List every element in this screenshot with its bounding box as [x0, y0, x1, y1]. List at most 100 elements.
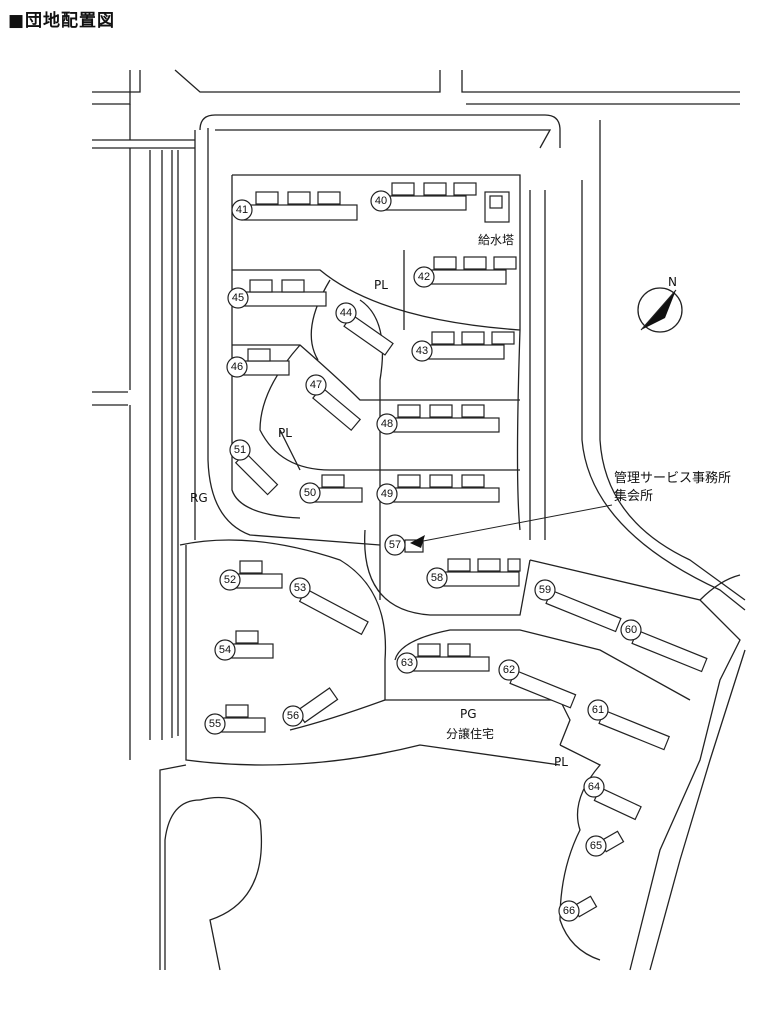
- road-line: [559, 744, 602, 961]
- building-block: [463, 256, 487, 270]
- building-block: [397, 474, 421, 488]
- building-marker-circle: [583, 776, 605, 798]
- building-block: [489, 195, 503, 209]
- road-line: [364, 529, 531, 616]
- building-block: [298, 588, 369, 636]
- building-marker: 66: [558, 900, 580, 922]
- building-block: [461, 404, 485, 418]
- road-line: [232, 174, 521, 531]
- road-line: [199, 114, 561, 148]
- page-title: ■団地配置図: [8, 11, 116, 31]
- road-line: [394, 629, 691, 701]
- building-block: [386, 487, 500, 503]
- road-line: [159, 764, 187, 970]
- building-number: 66: [563, 905, 575, 917]
- building-block: [545, 589, 622, 633]
- building-marker-circle: [370, 190, 392, 212]
- road-line: [231, 175, 301, 519]
- building-block: [239, 560, 263, 574]
- building-marker: 59: [534, 579, 556, 601]
- building-block: [386, 417, 500, 433]
- building-marker: 44: [335, 302, 357, 324]
- facility-caption: 管理サービス事務所 集会所: [614, 470, 731, 506]
- building-marker: 52: [219, 569, 241, 591]
- building-block: [493, 256, 517, 270]
- road-line: [581, 180, 746, 611]
- building-number: 55: [209, 718, 221, 730]
- building-marker-circle: [413, 266, 435, 288]
- building-marker: 56: [282, 705, 304, 727]
- building-marker-circle: [335, 302, 357, 324]
- building-marker-circle: [282, 705, 304, 727]
- road-line: [310, 279, 331, 361]
- building-marker-circle: [231, 199, 253, 221]
- building-marker-circle: [204, 713, 226, 735]
- building-marker: 57: [384, 534, 406, 556]
- area-label-pl-bottom: PL: [554, 755, 568, 769]
- building-block: [431, 331, 455, 345]
- building-block: [391, 182, 415, 196]
- building-block: [406, 656, 490, 672]
- road-line: [199, 796, 263, 971]
- building-block: [241, 204, 358, 221]
- building-block: [321, 474, 345, 488]
- building-marker: 53: [289, 577, 311, 599]
- building-marker: 58: [426, 567, 448, 589]
- building-marker: 55: [204, 713, 226, 735]
- building-block: [247, 348, 271, 362]
- road-line: [164, 799, 201, 970]
- building-number: 40: [375, 195, 387, 207]
- building-block: [447, 558, 471, 572]
- water-tower-label: 給水塔: [478, 233, 514, 247]
- road-line: [207, 128, 381, 546]
- building-number: 44: [340, 307, 352, 319]
- building-block: [423, 182, 447, 196]
- road-line: [185, 545, 561, 766]
- building-marker: 54: [214, 639, 236, 661]
- building-block: [477, 558, 501, 572]
- building-marker-circle: [426, 567, 448, 589]
- building-block: [397, 404, 421, 418]
- building-block: [249, 279, 273, 293]
- facility-line1: 管理サービス事務所: [614, 471, 732, 486]
- north-label: N: [668, 275, 677, 289]
- building-block: [429, 474, 453, 488]
- building-block: [225, 704, 249, 718]
- building-number: 58: [431, 572, 443, 584]
- building-marker: 42: [413, 266, 435, 288]
- building-block: [433, 256, 457, 270]
- building-number: 48: [381, 418, 393, 430]
- building-block: [380, 195, 467, 211]
- building-marker: 62: [498, 659, 520, 681]
- area-label-bunjo: 分譲住宅: [446, 726, 494, 741]
- building-block: [461, 331, 485, 345]
- building-block: [436, 571, 520, 587]
- building-marker: 65: [585, 835, 607, 857]
- building-marker-circle: [376, 413, 398, 435]
- building-block: [447, 643, 471, 657]
- building-marker-circle: [498, 659, 520, 681]
- building-marker: 49: [376, 483, 398, 505]
- building-block: [598, 709, 670, 751]
- building-number: 54: [219, 644, 231, 656]
- building-marker-circle: [534, 579, 556, 601]
- building-number: 43: [416, 345, 428, 357]
- building-marker: 64: [583, 776, 605, 798]
- building-block: [631, 629, 708, 673]
- north-arrow-icon: [637, 287, 683, 333]
- facility-line2: 集会所: [614, 489, 654, 504]
- road-line: [92, 70, 131, 105]
- road-line: [289, 699, 386, 731]
- building-marker-circle: [585, 835, 607, 857]
- building-marker: 60: [620, 619, 642, 641]
- building-block: [237, 291, 327, 307]
- building-number: 45: [232, 292, 244, 304]
- building-block: [461, 474, 485, 488]
- area-label-pl-top: PL: [374, 278, 388, 292]
- building-block: [235, 630, 259, 644]
- building-marker-circle: [227, 287, 249, 309]
- building-number: 61: [592, 704, 604, 716]
- building-number: 59: [539, 584, 551, 596]
- building-block: [491, 331, 515, 345]
- building-block: [317, 191, 341, 205]
